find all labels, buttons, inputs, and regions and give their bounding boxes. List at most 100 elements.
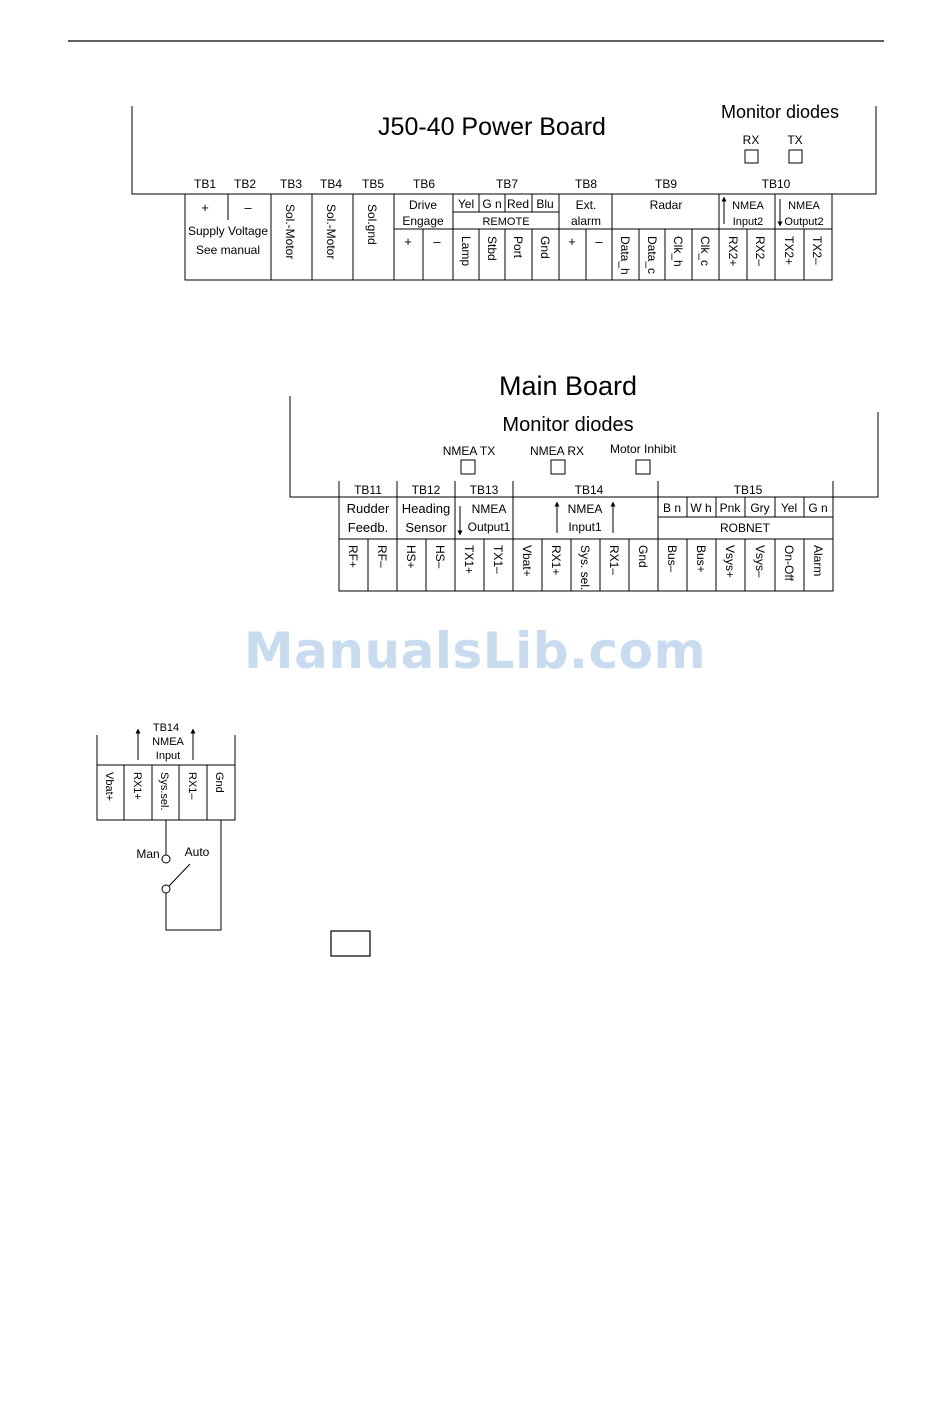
nmea-rx-diode-label: NMEA RX <box>530 444 584 458</box>
ext-label: Ext. <box>576 198 597 212</box>
robnet-color-gn: G n <box>808 501 827 515</box>
main-terminal: TX1+ <box>462 545 476 574</box>
tb1-label: TB1 <box>194 177 216 191</box>
nmea-terminal-tx2-plus: TX2+ <box>782 236 796 265</box>
main-terminal: Alarm <box>811 545 825 576</box>
main-board <box>289 396 879 592</box>
motor-inhibit-diode-label: Motor Inhibit <box>610 442 677 456</box>
main-terminal: RX1– <box>607 545 621 575</box>
nmea-terminal-tx2-minus: TX2– <box>810 236 824 265</box>
remote-color-gn: G n <box>482 197 501 211</box>
tb11-label: TB11 <box>354 483 382 497</box>
tb6-label: TB6 <box>413 177 435 191</box>
robnet-color-pnk: Pnk <box>720 501 742 515</box>
main-board-monitor-label: Monitor diodes <box>502 414 633 436</box>
main-board-terminal-strip <box>338 496 834 592</box>
auto-label: Auto <box>185 845 210 859</box>
nmea-input2-label: NMEA <box>732 200 764 212</box>
robnet-color-bn: B n <box>663 501 681 515</box>
ext-plus: + <box>568 234 576 249</box>
ext-minus: – <box>595 234 603 249</box>
tb2-minus: – <box>244 200 252 215</box>
switch-terminal: Sys.sel. <box>158 772 170 811</box>
nmea-tx-diode-label: NMEA TX <box>443 444 495 458</box>
robnet-color-yel: Yel <box>781 501 797 515</box>
remote-terminal-port: Port <box>511 236 525 259</box>
rudder-label: Rudder <box>347 501 390 516</box>
drive-plus: + <box>404 234 412 249</box>
main-terminal: RX1+ <box>549 545 563 575</box>
switch-input-label: Input <box>156 750 180 762</box>
tb5-terminal: Sol.gnd <box>365 204 379 245</box>
rx-diode <box>744 149 759 164</box>
tb15-label: TB15 <box>734 483 763 497</box>
nmea-rx-diode <box>550 459 566 475</box>
rx-diode-label: RX <box>743 133 760 147</box>
main-terminal: Vsys– <box>753 545 767 578</box>
robnet-color-wh: W h <box>690 501 711 515</box>
remote-color-blu: Blu <box>536 197 553 211</box>
drive-minus: – <box>433 234 441 249</box>
main-board-title: Main Board <box>499 371 637 401</box>
switch-terminal: Vbat+ <box>103 772 115 801</box>
nmea-output2-label: NMEA <box>788 200 820 212</box>
switch-lever <box>168 863 191 887</box>
sensor-label: Sensor <box>405 520 447 535</box>
switch-terminal: Gnd <box>213 772 225 793</box>
tx-diode-label: TX <box>787 133 802 147</box>
remote-terminal-lamp: Lamp <box>459 236 473 266</box>
remote-terminal-stbd: Stbd <box>485 236 499 261</box>
remote-color-red: Red <box>507 197 529 211</box>
nmea-terminal-rx2-minus: RX2– <box>753 236 767 266</box>
switch-terminal: RX1– <box>186 772 198 800</box>
tb4-terminal: Sol.-Motor <box>324 204 338 259</box>
switch-tb14-label: TB14 <box>153 722 179 734</box>
man-label: Man <box>136 847 159 861</box>
nmea-output1-label: NMEA <box>472 502 507 516</box>
output1-label: Output1 <box>468 520 511 534</box>
power-board-text: J50-40 Power Board Monitor diodes RX TX … <box>188 102 839 275</box>
supply-voltage-label: Supply Voltage <box>188 224 268 238</box>
nmea-tx-diode <box>460 459 476 475</box>
radar-terminal-data-h: Data_h <box>618 236 632 275</box>
switch-diagram <box>96 728 236 931</box>
main-terminal: Vbat+ <box>520 545 534 577</box>
tb8-label: TB8 <box>575 177 597 191</box>
empty-box <box>330 930 371 957</box>
switch-nmea-label: NMEA <box>152 736 184 748</box>
tb10-label: TB10 <box>762 177 791 191</box>
output2-label: Output2 <box>784 216 823 228</box>
motor-inhibit-diode <box>635 459 651 475</box>
power-board-title: J50-40 Power Board <box>378 113 606 141</box>
see-manual-label: See manual <box>196 243 260 257</box>
alarm-label: alarm <box>571 214 601 228</box>
power-board <box>131 106 877 281</box>
tb3-label: TB3 <box>280 177 302 191</box>
main-terminal: HS– <box>433 545 447 569</box>
tb9-label: TB9 <box>655 177 677 191</box>
remote-terminal-gnd: Gnd <box>538 236 552 259</box>
robnet-label: ROBNET <box>720 521 771 535</box>
feedback-label: Feedb. <box>348 520 388 535</box>
gnd-return-wire <box>165 820 222 931</box>
radar-terminal-clk-c: Clk_c <box>698 236 712 266</box>
main-board-text: Main Board Monitor diodes NMEA TX NMEA R… <box>346 371 828 590</box>
common-contact <box>161 884 171 894</box>
main-terminal: Bus– <box>665 545 679 573</box>
watermark: ManualsLib.com <box>243 622 707 680</box>
switch-diagram-text: TB14 NMEA Input Vbat+ RX1+ Sys.sel. RX1–… <box>103 722 225 861</box>
man-contact <box>161 854 171 864</box>
drive-label: Drive <box>409 198 437 212</box>
tb2-label: TB2 <box>234 177 256 191</box>
tb7-label: TB7 <box>496 177 518 191</box>
main-terminal: On-Off <box>782 545 796 581</box>
tb14-label: TB14 <box>575 483 604 497</box>
remote-label: REMOTE <box>482 216 529 228</box>
main-terminal: Gnd <box>636 545 650 568</box>
tb12-label: TB12 <box>412 483 441 497</box>
engage-label: Engage <box>402 214 444 228</box>
main-terminal: HS+ <box>404 545 418 569</box>
main-terminal: Sys. sel. <box>578 545 592 590</box>
radar-terminal-clk-h: Clk_h <box>671 236 685 267</box>
